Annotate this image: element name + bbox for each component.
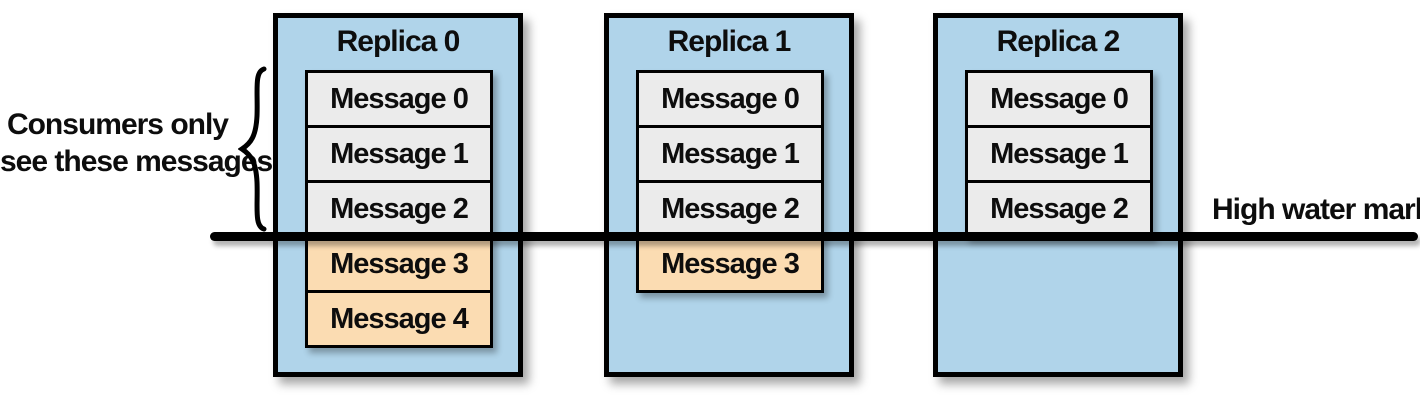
replica-title: Replica 1: [667, 25, 792, 58]
message-box: Message 3: [636, 235, 824, 293]
message-box: Message 0: [965, 70, 1153, 128]
message-box: Message 2: [305, 180, 493, 238]
message-box: Message 4: [305, 290, 493, 348]
message-box: Message 3: [305, 235, 493, 293]
replica-title: Replica 0: [336, 25, 461, 58]
high-water-mark-line: [210, 232, 1418, 241]
message-box: Message 1: [965, 125, 1153, 183]
high-water-mark-label: High water mark: [1212, 193, 1420, 226]
message-box: Message 0: [305, 70, 493, 128]
consumers-annotation-line1: Consumers only: [6, 108, 229, 141]
consumers-annotation: Consumers only see these messages: [0, 106, 273, 180]
message-box: Message 2: [965, 180, 1153, 238]
message-box: Message 2: [636, 180, 824, 238]
consumers-annotation-line2: see these messages: [0, 145, 273, 178]
replica-title: Replica 2: [996, 25, 1121, 58]
message-box: Message 1: [305, 125, 493, 183]
curly-brace-icon: [238, 66, 267, 232]
message-box: Message 1: [636, 125, 824, 183]
message-box: Message 0: [636, 70, 824, 128]
